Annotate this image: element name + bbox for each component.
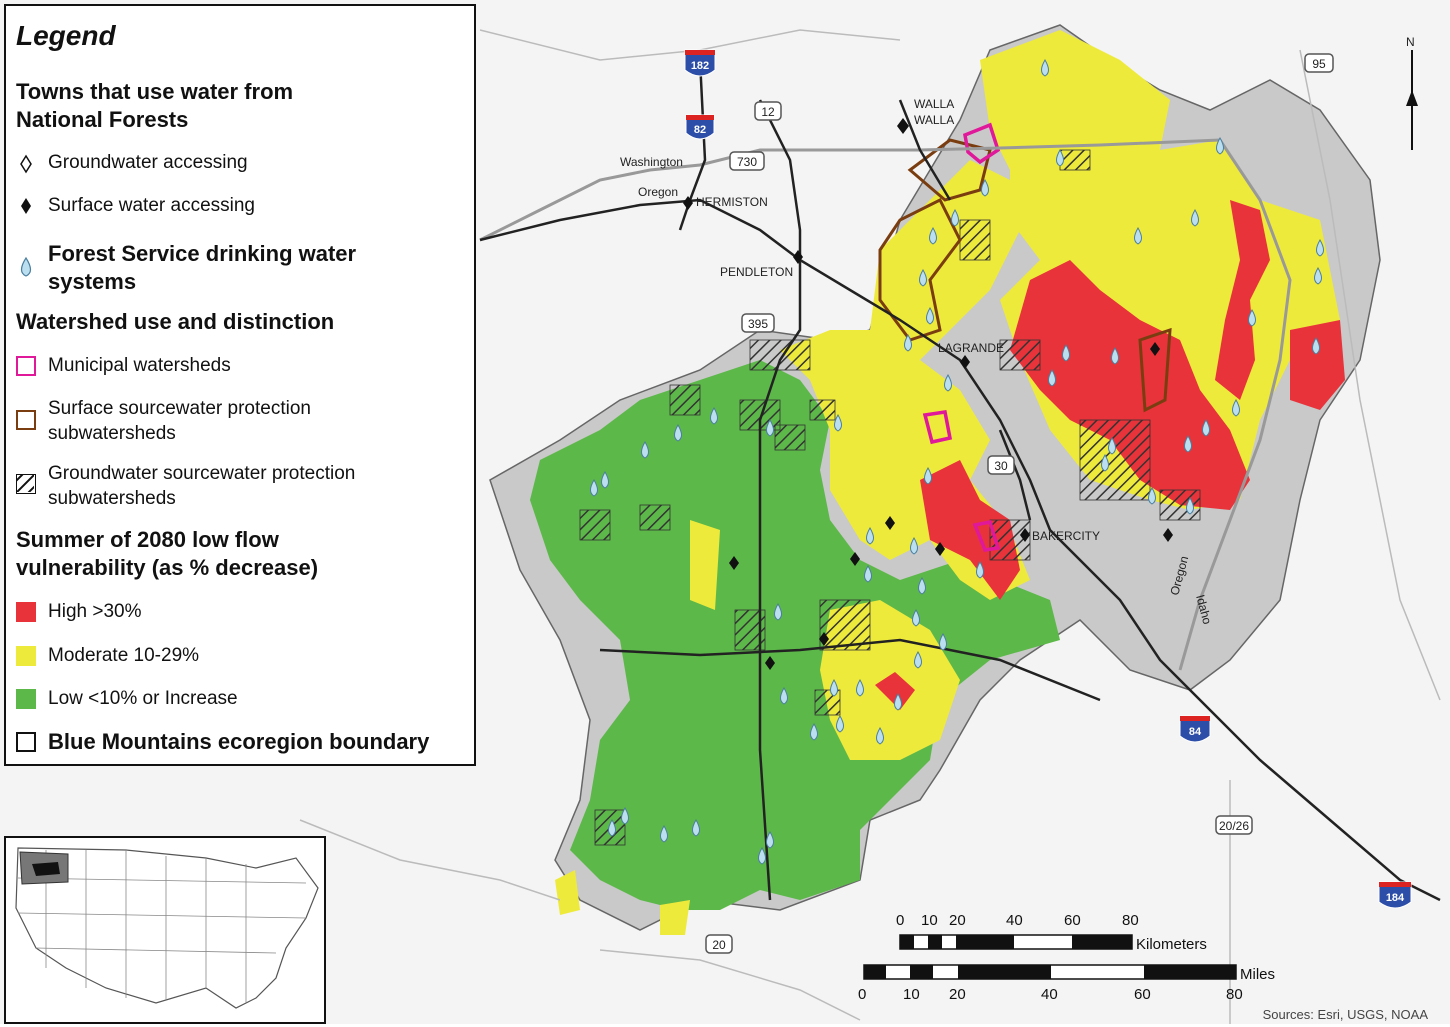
- legend-moderate: Moderate 10-29%: [48, 645, 200, 666]
- km-tick: 80: [1122, 912, 1139, 929]
- legend-boundary: Blue Mountains ecoregion boundary: [48, 729, 430, 754]
- legend-surface-protect: Surface sourcewater protection subwaters…: [48, 398, 311, 444]
- legend-low: Low <10% or Increase: [48, 688, 238, 709]
- surface-water-towns: [683, 118, 1173, 670]
- mile-tick: 20: [949, 986, 966, 1003]
- place-bakercity: BAKERCITY: [1032, 529, 1100, 543]
- place-walla2: WALLA: [914, 113, 954, 127]
- legend-municipal: Municipal watersheds: [48, 355, 231, 376]
- hatch-swatch-icon: [12, 470, 39, 497]
- high-vulnerability-area: [1215, 200, 1270, 400]
- scale-bar: [863, 934, 1237, 980]
- legend-groundwater: Groundwater accessing: [48, 152, 248, 173]
- km-tick: 60: [1064, 912, 1081, 929]
- high-vulnerability-area: [1290, 320, 1345, 410]
- high-swatch-icon: [16, 602, 36, 622]
- high-vulnerability-area: [920, 460, 1020, 600]
- route-us20-label: 20: [712, 938, 726, 952]
- mile-tick: 10: [903, 986, 920, 1003]
- high-vulnerability-area: [875, 672, 915, 710]
- low-swatch-icon: [16, 689, 36, 709]
- route-us30-label: 30: [994, 459, 1008, 473]
- legend-vuln-heading: Summer of 2080 low flow vulnerability (a…: [16, 527, 319, 580]
- surface-protect-swatch-icon: [16, 410, 36, 430]
- water-drop-icon: [16, 256, 36, 277]
- boundary-swatch-icon: [16, 732, 36, 752]
- legend-panel: Legend Towns that use water from Nationa…: [4, 4, 476, 766]
- surface-diamond-icon: [16, 196, 36, 216]
- place-labels: WALLA WALLA Washington Oregon HERMISTON …: [620, 97, 1214, 626]
- moderate-swatch-icon: [16, 646, 36, 666]
- groundwater-protection-hatches: [579, 149, 1201, 846]
- place-washington: Washington: [620, 155, 683, 169]
- inset-region: [32, 862, 60, 876]
- place-hermiston: HERMISTON: [696, 195, 768, 209]
- km-tick: 20: [949, 912, 966, 929]
- route-us12-label: 12: [761, 105, 775, 119]
- source-credit: Sources: Esri, USGS, NOAA: [1262, 1007, 1428, 1022]
- interstate-shields: [684, 49, 1412, 909]
- legend-high: High >30%: [48, 601, 142, 622]
- low-vulnerability-area: [530, 360, 1060, 910]
- legend-watershed-heading: Watershed use and distinction: [16, 309, 335, 334]
- route-us2026-label: 20/26: [1219, 819, 1249, 833]
- place-pendleton: PENDLETON: [720, 265, 793, 279]
- inset-map: [4, 836, 326, 1024]
- km-tick: 40: [1006, 912, 1023, 929]
- legend-fs-systems: Forest Service drinking water systems: [48, 241, 357, 294]
- place-oregon: Oregon: [638, 185, 678, 199]
- north-arrow: N: [1406, 35, 1418, 150]
- groundwater-diamond-icon: [16, 154, 36, 174]
- km-unit: Kilometers: [1136, 936, 1207, 953]
- route-i184-label: 184: [1386, 892, 1405, 904]
- legend-towns-heading: Towns that use water from National Fores…: [16, 79, 294, 132]
- route-us730-label: 730: [737, 155, 757, 169]
- km-tick: 0: [896, 912, 905, 929]
- place-walla: WALLA: [914, 97, 954, 111]
- north-label: N: [1406, 35, 1415, 49]
- route-i82-label: 82: [694, 124, 706, 136]
- rivers: [479, 138, 1292, 671]
- mile-tick: 60: [1134, 986, 1151, 1003]
- km-tick: 10: [921, 912, 938, 929]
- legend-title: Legend: [16, 20, 116, 51]
- mile-tick: 0: [858, 986, 867, 1003]
- us-route-shields: [705, 53, 1334, 954]
- highways: [479, 59, 1441, 902]
- municipal-swatch-icon: [16, 356, 36, 376]
- moderate-vulnerability-area: [660, 900, 690, 935]
- route-us395-label: 395: [748, 317, 768, 331]
- legend-ground-protect: Groundwater sourcewater protection subwa…: [48, 463, 356, 509]
- water-drops: [590, 59, 1324, 865]
- moderate-vulnerability-area: [555, 870, 580, 915]
- us-outline: [15, 847, 319, 1009]
- place-lagrande: LAGRANDE: [938, 341, 1004, 355]
- route-i182-label: 182: [691, 60, 709, 72]
- route-labels: 182 82 84 184 12 730 395 30 20 95 20/26: [691, 57, 1405, 952]
- moderate-vulnerability-area: [690, 520, 720, 610]
- mile-tick: 40: [1041, 986, 1058, 1003]
- mile-unit: Miles: [1240, 966, 1276, 983]
- mile-tick: 80: [1226, 986, 1243, 1003]
- route-i84-label: 84: [1189, 726, 1202, 738]
- route-us95-label: 95: [1312, 57, 1326, 71]
- legend-surface: Surface water accessing: [48, 195, 255, 216]
